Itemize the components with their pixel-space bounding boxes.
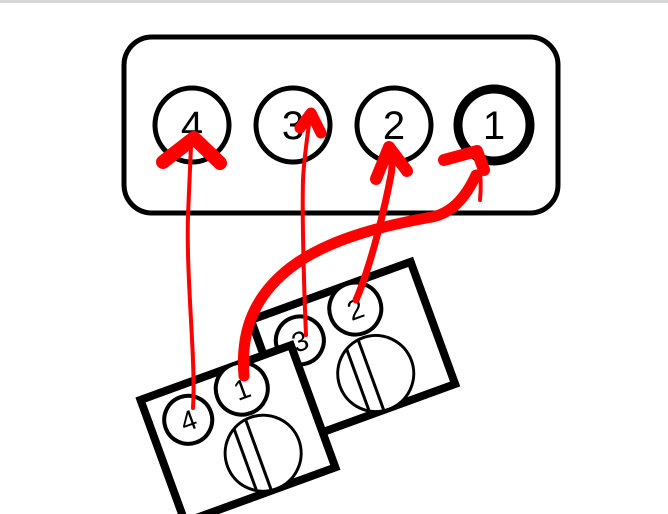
coil-terminal-3[interactable]: 3	[253, 85, 333, 165]
connector-cylinder-4-arrowhead	[156, 131, 227, 170]
connector-cylinder-1[interactable]	[237, 145, 490, 382]
screw-left-slot-edge-b	[244, 419, 273, 491]
plug-terminal-4[interactable]: 4	[157, 389, 219, 451]
coil-pack: 4 3 2 1	[121, 34, 561, 216]
plug-terminal-2[interactable]: 2	[322, 275, 389, 342]
connector-cylinder-3-arrowhead	[294, 107, 327, 139]
coil-terminal-1[interactable]: 1	[453, 84, 535, 166]
screw-right-slot-edge-a	[345, 348, 371, 412]
screw-left-slot-edge-a	[232, 428, 258, 492]
connector-cylinder-1-arrowhead	[438, 145, 490, 176]
connector-layer	[156, 107, 490, 410]
screw-left[interactable]	[214, 405, 311, 502]
connector-cylinder-1-line	[237, 169, 482, 382]
connector-cylinder-2-arrowhead	[370, 141, 413, 185]
connector-cylinder-2[interactable]	[352, 141, 413, 304]
connector-cylinder-4-line	[185, 144, 196, 410]
screw-right[interactable]	[327, 325, 424, 422]
coil-pack-body	[121, 34, 561, 216]
plug-terminal-1-ring	[213, 360, 270, 417]
connector-cylinder-3[interactable]	[294, 107, 327, 337]
connector-cylinder-4[interactable]	[156, 131, 227, 410]
connector-cylinder-3-line	[300, 122, 311, 337]
top-divider-rule	[0, 0, 668, 3]
plug-terminal-4-ring	[162, 393, 215, 446]
coil-terminal-3-label: 3	[282, 104, 304, 148]
screw-left-head	[223, 413, 303, 493]
screw-right-head	[336, 334, 416, 414]
plug-terminal-2-ring	[327, 280, 384, 337]
coil-terminal-2-label: 2	[383, 104, 405, 148]
coil-terminal-3-ring	[253, 85, 333, 165]
plug-module-left[interactable]: 4 1	[135, 340, 341, 514]
coil-terminal-1-label: 1	[483, 104, 505, 148]
coil-terminal-1-ring	[453, 84, 535, 166]
screw-right-slot-edge-b	[356, 339, 386, 411]
plug-terminal-1[interactable]: 1	[208, 355, 275, 422]
